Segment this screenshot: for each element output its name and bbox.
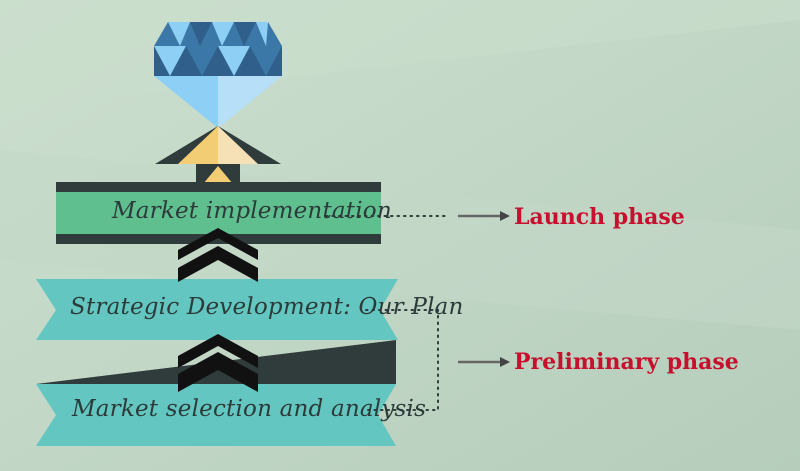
strategic-development-ribbon <box>36 279 398 340</box>
market-selection-ribbon <box>36 384 396 446</box>
arrow-right-icon <box>458 357 510 367</box>
arrow-right-icon <box>458 211 510 221</box>
dotted-connectors <box>325 215 449 411</box>
pedestal-icon <box>155 126 281 184</box>
market-implementation-band <box>56 182 381 244</box>
step-label-strategic-development: Strategic Development: Our Plan <box>70 294 464 320</box>
upward-chevrons-lower <box>178 334 258 392</box>
upward-chevrons-upper <box>178 228 258 282</box>
diamond-icon <box>154 22 282 128</box>
step-label-market-implementation: Market implementation <box>112 198 392 224</box>
phase-label-launch: Launch phase <box>514 204 685 230</box>
step-label-market-selection: Market selection and analysis <box>72 396 427 422</box>
phase-label-preliminary: Preliminary phase <box>514 349 739 375</box>
